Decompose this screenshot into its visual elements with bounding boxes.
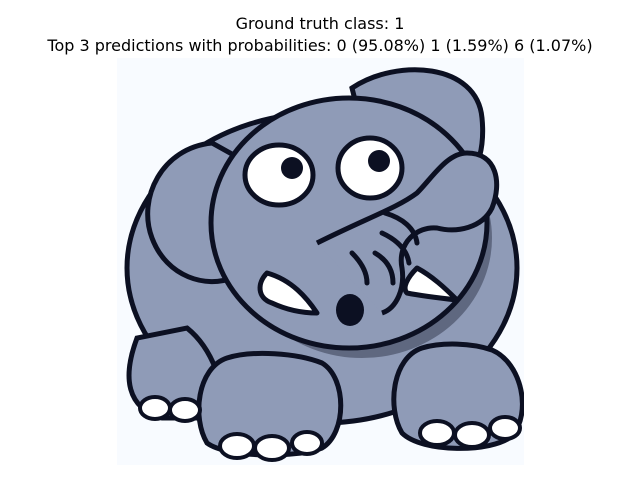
left-tusk <box>257 270 320 316</box>
top3-predictions-label: Top 3 predictions with probabilities: 0 … <box>47 36 593 55</box>
elephant-mouth <box>336 294 364 326</box>
elephant-illustration <box>124 67 524 462</box>
elephant-trunk <box>315 150 500 316</box>
left-eye <box>242 142 316 208</box>
right-tusk <box>402 265 460 303</box>
figure-title: Ground truth class: 1 Top 3 predictions … <box>0 13 640 57</box>
right-front-foot <box>391 341 524 451</box>
left-front-foot <box>196 350 344 462</box>
ground-truth-label: Ground truth class: 1 <box>235 14 405 33</box>
back-left-foot <box>138 395 202 423</box>
right-eye <box>335 135 405 201</box>
elephant-image <box>117 58 524 465</box>
